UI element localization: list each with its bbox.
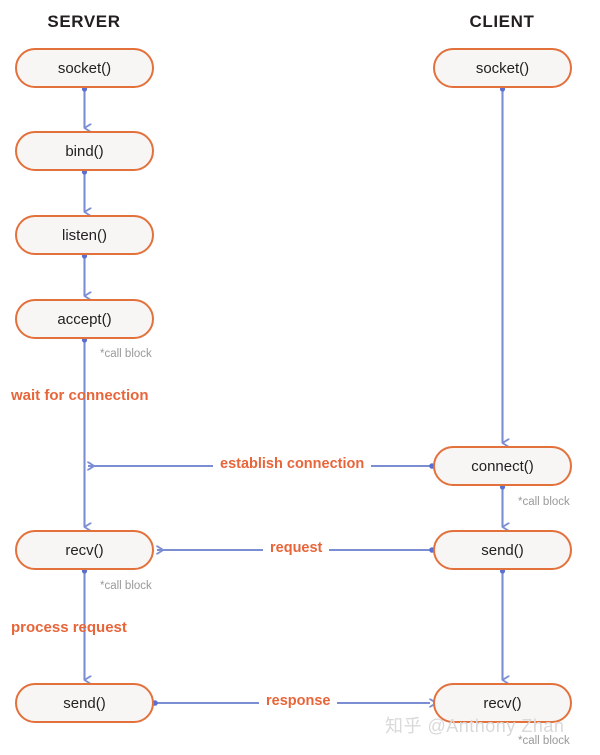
node-server-bind[interactable]: bind() (15, 131, 154, 171)
watermark: 知乎 @Anthony Zhan (385, 716, 565, 736)
node-client-socket[interactable]: socket() (433, 48, 572, 88)
annotation-recv-call-block: *call block (100, 580, 152, 592)
annotation-process-request: process request (11, 619, 127, 636)
node-server-send[interactable]: send() (15, 683, 154, 723)
node-server-recv[interactable]: recv() (15, 530, 154, 570)
annotation-accept-call-block: *call block (100, 348, 152, 360)
node-client-recv[interactable]: recv() (433, 683, 572, 723)
column-title-client: CLIENT (469, 12, 535, 31)
annotation-connect-call-block: *call block (518, 496, 570, 508)
column-title-server: SERVER (47, 12, 121, 31)
annotation-recv2-call-block: *call block (518, 735, 570, 747)
edge-label-request: request (263, 540, 330, 556)
edge-label-establish-connection: establish connection (213, 456, 372, 472)
node-server-listen[interactable]: listen() (15, 215, 154, 255)
node-server-socket[interactable]: socket() (15, 48, 154, 88)
annotation-wait-for-connection: wait for connection (11, 387, 149, 404)
node-server-accept[interactable]: accept() (15, 299, 154, 339)
node-client-send[interactable]: send() (433, 530, 572, 570)
edge-label-response: response (259, 693, 338, 709)
node-client-connect[interactable]: connect() (433, 446, 572, 486)
